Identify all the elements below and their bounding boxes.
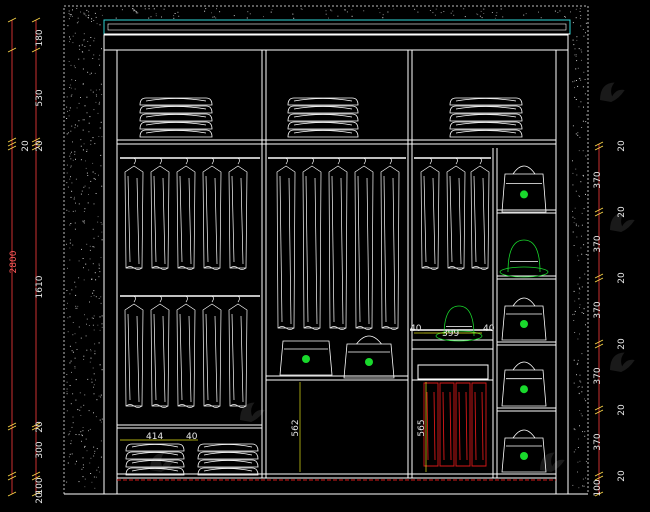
handbag (343, 335, 395, 379)
wardrobe-frame (104, 49, 568, 495)
folded-clothes (125, 97, 523, 476)
red-garment (455, 382, 471, 467)
folded-clothes-stack (197, 443, 259, 476)
hanging-garment (276, 157, 296, 330)
dim-shelf-thickness-b: 20 (35, 140, 45, 152)
dim-right-1: 370 (593, 171, 603, 188)
dim-right-0: 20 (617, 140, 627, 152)
watermark-logo (600, 82, 625, 102)
dim-right-section-height: 565 (417, 419, 427, 436)
hanging-garment (176, 295, 196, 408)
hanging-garment (150, 295, 170, 408)
handbag (501, 429, 547, 473)
hanging-garment (228, 157, 248, 270)
red-garment (471, 382, 487, 467)
handbag (501, 297, 547, 341)
hanging-garments (124, 157, 490, 408)
hanging-garment (446, 157, 466, 270)
dim-bottom-width: 414 (146, 432, 163, 442)
folded-clothes-stack (287, 97, 359, 138)
dim-right-13: 100 (593, 479, 603, 496)
hanging-rails (120, 157, 492, 331)
hanging-garment (124, 295, 144, 408)
inner-dimensions: 414 40 40 399 40 562 565 (120, 324, 495, 472)
folded-clothes-stack (449, 97, 523, 138)
dim-drawer-width: 399 (442, 329, 459, 339)
dim-right-4: 20 (617, 272, 627, 284)
wall-hatching (66, 8, 587, 489)
handbag (279, 340, 333, 376)
red-garments (423, 382, 487, 467)
hanging-garment (354, 157, 374, 330)
dim-overall-height: 2800 (9, 250, 19, 273)
watermark-logo (240, 402, 265, 422)
dim-right-10: 20 (617, 470, 627, 482)
dim-right-6: 20 (617, 338, 627, 350)
dim-top-shelf-zone: 530 (35, 89, 45, 106)
dim-plinth: 100 (35, 477, 45, 494)
dim-bottom-gap: 40 (186, 432, 198, 442)
watermark-logo (150, 452, 175, 472)
hanging-garment (202, 295, 222, 408)
dim-bottom-shelf-zone: 300 (35, 441, 45, 458)
dim-right-8: 20 (617, 404, 627, 416)
hanging-garment (302, 157, 322, 330)
hanging-garment (228, 295, 248, 408)
red-garment (439, 382, 455, 467)
outer-wall (63, 5, 589, 495)
dim-top-cornice: 180 (35, 29, 45, 46)
dim-hanging-zone: 1610 (35, 275, 45, 298)
dim-right-7: 370 (593, 367, 603, 384)
watermark-logo (610, 352, 635, 372)
top-cornice (103, 19, 571, 35)
dim-right-9: 370 (593, 433, 603, 450)
red-garment (423, 382, 439, 467)
hanging-garment (202, 157, 222, 270)
hat (499, 239, 549, 278)
hanging-garment (380, 157, 400, 330)
handbag (501, 361, 547, 407)
hanging-garment (176, 157, 196, 270)
dim-right-3: 370 (593, 235, 603, 252)
dim-drawer-right: 40 (483, 324, 495, 334)
hat (435, 305, 483, 342)
right-dimension-line (594, 141, 604, 497)
dim-middle-height: 562 (291, 419, 301, 436)
dim-shelf-thickness-a: 20 (21, 140, 31, 152)
hanging-garment (124, 157, 144, 270)
left-dimension-labels: 2800 180 530 20 20 1610 20 300 100 20 (9, 29, 45, 504)
handbags-and-hats (279, 165, 549, 473)
handbag (501, 165, 547, 213)
hanging-garment (420, 157, 440, 270)
watermark-logos (150, 82, 635, 472)
dim-bottom-shelf-thickness: 20 (35, 421, 45, 433)
folded-clothes-stack (139, 97, 213, 138)
right-dimension-labels: 20 370 20 370 20 370 20 370 20 370 20 37… (593, 140, 627, 497)
folded-clothes-stack (125, 443, 185, 476)
hanging-garment (150, 157, 170, 270)
dim-right-2: 20 (617, 206, 627, 218)
hanging-garment (328, 157, 348, 330)
left-dimension-line (7, 17, 41, 497)
dim-right-5: 370 (593, 301, 603, 318)
hanging-garment (470, 157, 490, 270)
dim-drawer-left: 40 (410, 324, 422, 334)
watermark-logo (540, 452, 565, 472)
dim-base-thickness: 20 (35, 492, 45, 504)
watermark-logo (610, 212, 635, 232)
